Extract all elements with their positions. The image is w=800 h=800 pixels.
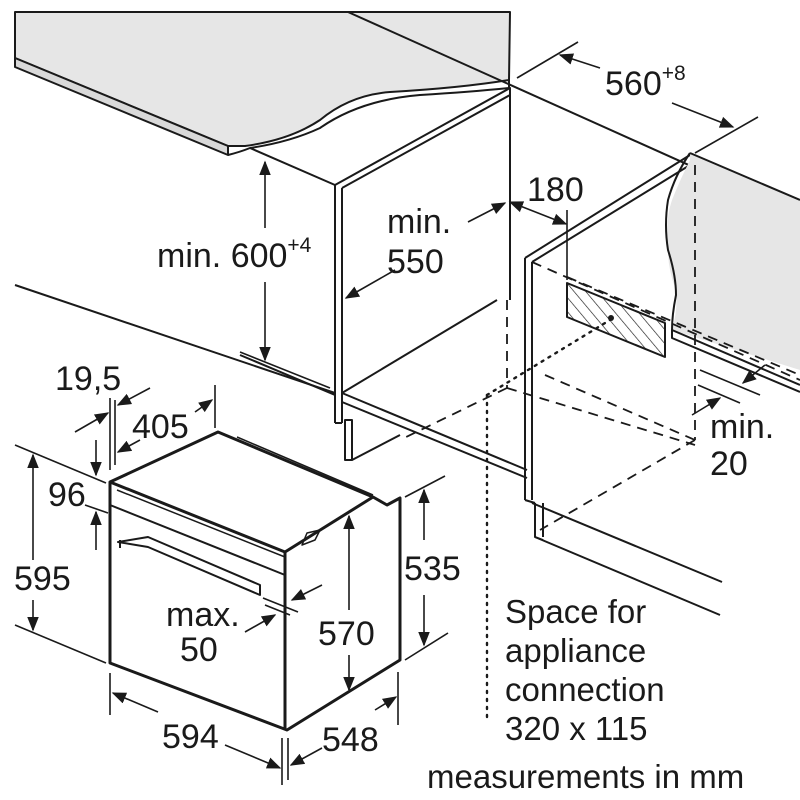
top-depth-label: 405 (132, 408, 189, 446)
body-height-label: 535 (404, 550, 461, 588)
worktop (14, 11, 511, 156)
inner-height-label: 570 (318, 615, 375, 653)
oven-body (108, 430, 402, 732)
min-depth-label-line2: 550 (387, 243, 444, 281)
oven-depth-label: 548 (322, 721, 379, 759)
connection-note: Space for appliance connection 320 x 115 (505, 592, 665, 748)
back-wall-cutaway (665, 152, 800, 393)
panel-offset-label: 19,5 (55, 360, 122, 398)
hidden-lines (399, 165, 800, 531)
cabinet-width-value: 560 (605, 65, 662, 103)
control-panel-height-label: 96 (48, 476, 86, 514)
cabinet-width-tolerance: +8 (661, 62, 686, 85)
cabinet-width-label: 560+8 (605, 63, 686, 103)
units-footnote: measurements in mm (427, 758, 745, 795)
handle-projection-line2: 50 (180, 631, 218, 669)
connection-note-line1: Space for (505, 593, 647, 630)
min-height-prefix: min. (157, 237, 222, 275)
connection-leader (485, 318, 612, 724)
dimension-lines (14, 41, 766, 785)
min-depth-label-line1: min. (387, 203, 452, 241)
min-height-tolerance: +4 (287, 234, 312, 257)
total-height-label: 595 (14, 560, 71, 598)
rear-gap-label-line2: 20 (710, 445, 748, 483)
connection-offset-label: 180 (527, 171, 584, 209)
right-cabinet-side (524, 154, 723, 616)
min-height-label: min. 600+4 (157, 235, 311, 275)
connection-note-line3: connection (505, 671, 665, 708)
left-cabinet-side (249, 87, 511, 461)
oven-width-label: 594 (162, 718, 219, 756)
connection-note-line4: 320 x 115 (505, 710, 648, 747)
connection-area-hatched (566, 282, 666, 358)
rear-gap-label-line1: min. (710, 408, 775, 446)
handle-projection-line1: max. (166, 596, 240, 634)
connection-note-line2: appliance (505, 632, 647, 669)
min-height-value: 600 (230, 237, 288, 275)
